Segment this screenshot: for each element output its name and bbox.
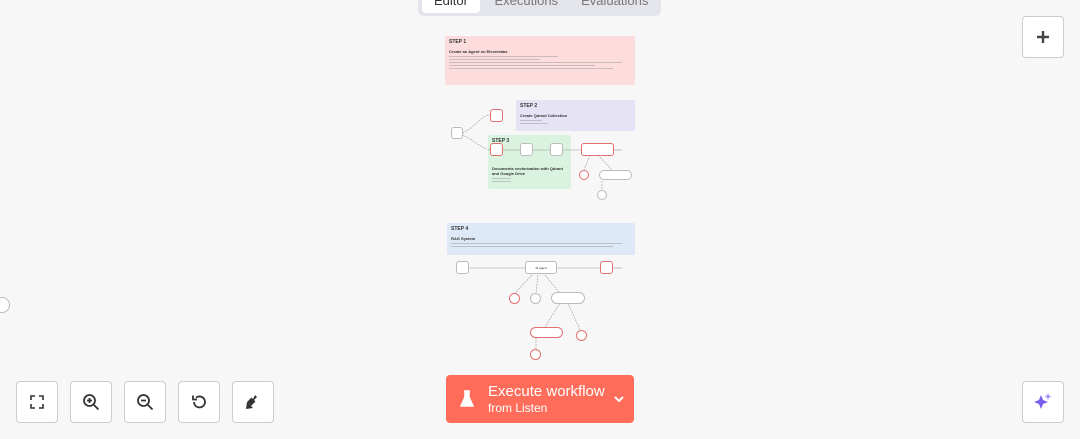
workflow-node[interactable] bbox=[456, 261, 469, 274]
flask-icon bbox=[460, 390, 474, 407]
broom-icon bbox=[246, 395, 257, 409]
fit-view-button[interactable] bbox=[16, 381, 58, 423]
chevron-down-icon[interactable] bbox=[614, 395, 624, 403]
workflow-node[interactable] bbox=[530, 293, 541, 304]
tab-executions[interactable]: Executions bbox=[494, 0, 559, 8]
sparkle-icon bbox=[1034, 393, 1052, 409]
workflow-node[interactable] bbox=[551, 292, 585, 304]
tab-editor[interactable]: Editor bbox=[422, 0, 480, 13]
sticky-step: STEP 2 bbox=[520, 103, 538, 109]
execute-label: Execute workflow bbox=[488, 382, 605, 400]
workflow-node[interactable] bbox=[600, 261, 613, 274]
zoom-in-button[interactable] bbox=[70, 381, 112, 423]
reset-zoom-button[interactable] bbox=[178, 381, 220, 423]
sticky-step: STEP 1 bbox=[449, 39, 467, 45]
workflow-node[interactable] bbox=[520, 143, 533, 156]
sticky-title: Create an Agent on Elevenlabs bbox=[449, 49, 508, 54]
view-tabs: Editor Executions Evaluations bbox=[418, 0, 661, 16]
fit-view-icon bbox=[30, 395, 44, 409]
workflow-node[interactable] bbox=[576, 330, 587, 341]
sticky-title: Create Qdrant Collection bbox=[520, 113, 568, 118]
workflow-node[interactable] bbox=[530, 327, 563, 338]
zoom-in-icon bbox=[83, 394, 100, 411]
sticky-note-step-2[interactable]: STEP 2 Create Qdrant Collection bbox=[516, 100, 635, 131]
workflow-node[interactable] bbox=[451, 127, 463, 139]
ai-assistant-button[interactable] bbox=[1022, 381, 1064, 423]
sticky-title: Documents vectorization with Qdrant and … bbox=[492, 166, 563, 176]
tidy-up-button[interactable] bbox=[232, 381, 274, 423]
workflow-node[interactable] bbox=[550, 143, 563, 156]
execute-workflow-button[interactable]: Execute workflow from Listen bbox=[446, 375, 634, 423]
sticky-note-step-4[interactable]: STEP 4 RAG System bbox=[447, 223, 635, 255]
tab-evaluations[interactable]: Evaluations bbox=[581, 0, 649, 8]
zoom-out-button[interactable] bbox=[124, 381, 166, 423]
zoom-out-icon bbox=[137, 394, 154, 411]
add-node-button[interactable] bbox=[1022, 16, 1064, 58]
workflow-node[interactable] bbox=[509, 293, 520, 304]
sticky-title: RAG System bbox=[451, 236, 476, 241]
workflow-node[interactable] bbox=[597, 190, 607, 200]
workflow-node[interactable] bbox=[530, 349, 541, 360]
undo-icon bbox=[192, 395, 206, 409]
workflow-node[interactable] bbox=[581, 143, 614, 156]
execute-sub-label: from Listen bbox=[488, 400, 548, 415]
workflow-node[interactable] bbox=[490, 143, 503, 156]
sticky-step: STEP 4 bbox=[451, 226, 469, 232]
sticky-step: STEP 3 bbox=[492, 138, 510, 144]
ai-agent-node[interactable]: AI Agent bbox=[525, 261, 557, 274]
workflow-node[interactable] bbox=[599, 170, 632, 180]
workflow-node[interactable] bbox=[579, 170, 589, 180]
sticky-note-step-1[interactable]: STEP 1 Create an Agent on Elevenlabs bbox=[445, 36, 635, 85]
plus-icon bbox=[1037, 31, 1049, 43]
workflow-node[interactable] bbox=[490, 109, 503, 122]
